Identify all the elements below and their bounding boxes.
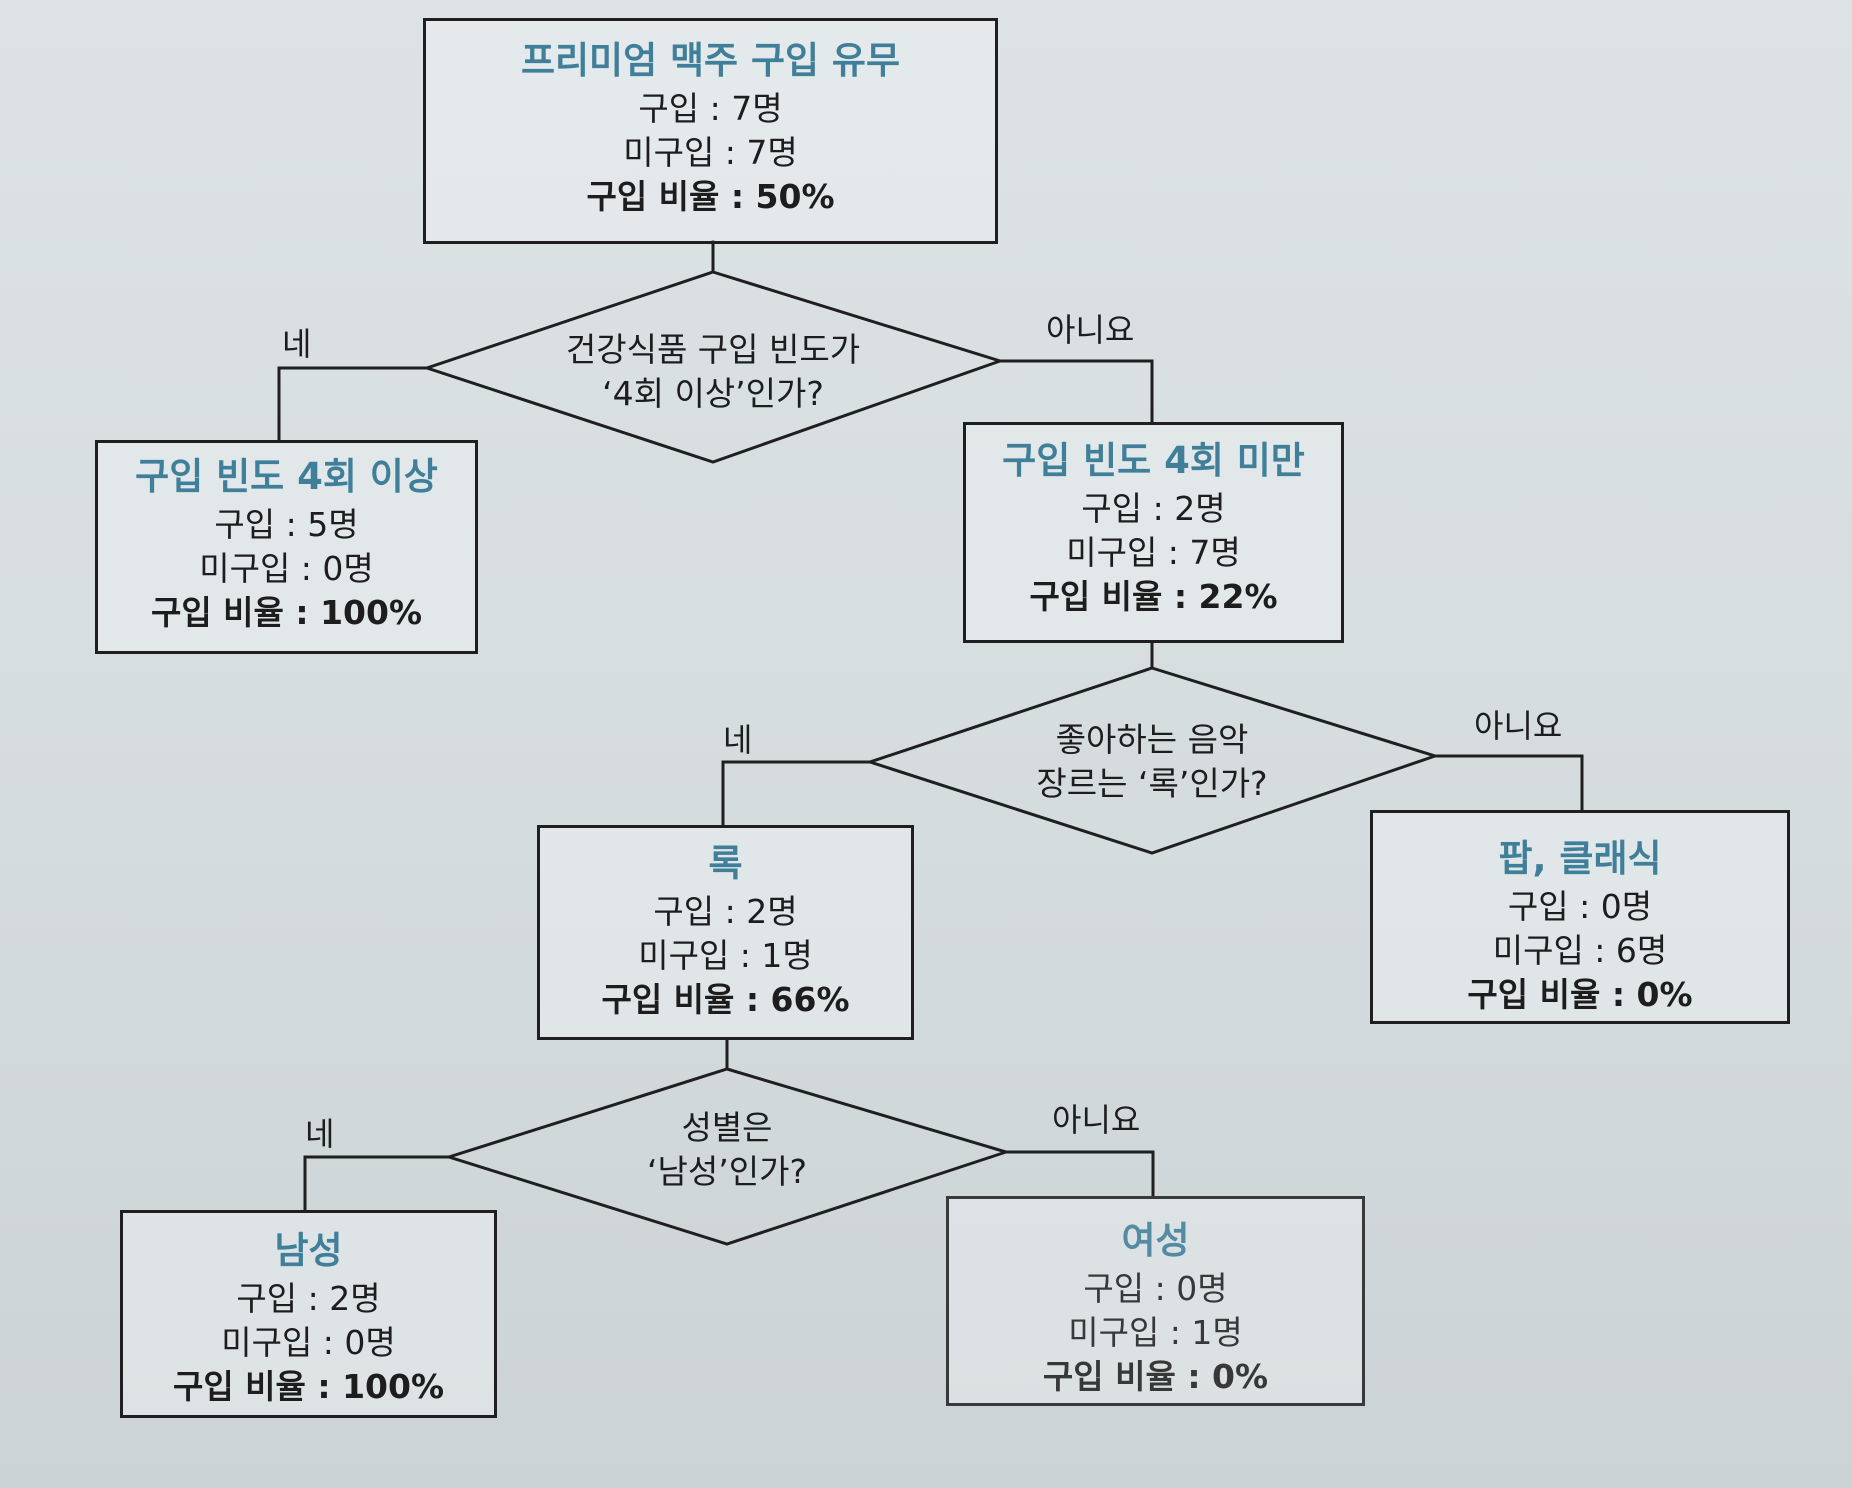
node-title: 구입 빈도 4회 이상 [135,455,438,498]
node-title: 남성 [274,1229,343,1272]
edge-q3-no [1006,1150,1155,1196]
node-title: 여성 [1121,1219,1190,1262]
node-buy-count: 구입 : 7명 [638,89,783,128]
branch-yes-label: 네 [282,325,312,363]
node-buy-rate: 구입 비율 : 100% [150,593,423,632]
node-buy-rate: 구입 비율 : 66% [601,980,850,1019]
edge-q3-yes [303,1155,449,1210]
question-line1: 성별은 [681,1108,773,1147]
node-nobuy-count: 미구입 : 1명 [638,936,813,975]
branch-no-label: 아니요 [1046,311,1135,349]
question-line2: ‘남성’인가? [647,1152,807,1191]
node-buy-rate: 구입 비율 : 0% [1042,1357,1269,1396]
edge-q1-yes [277,366,427,440]
edge-q1-no [1000,359,1154,422]
diamond-q1 [422,270,1005,464]
node-title: 팝, 클래식 [1498,837,1662,880]
node-buy-count: 구입 : 2명 [1081,489,1226,528]
node-nobuy-count: 미구입 : 6명 [1492,931,1668,970]
branch-no-label: 아니요 [1474,707,1563,745]
node-nobuy-count: 미구입 : 7명 [623,133,798,172]
node-pop-classic: 팝, 클래식 구입 : 0명 미구입 : 6명 구입 비율 : 0% [1370,810,1790,1024]
node-buy-count: 구입 : 5명 [214,505,359,544]
node-buy-rate: 구입 비율 : 50% [586,177,835,216]
branch-yes-label: 네 [305,1115,335,1153]
question-q3: 성별은 ‘남성’인가? [577,1106,877,1194]
node-freq-low: 구입 빈도 4회 미만 구입 : 2명 미구입 : 7명 구입 비율 : 22% [963,422,1344,643]
branch-yes-label: 네 [723,721,753,759]
node-freq-high: 구입 빈도 4회 이상 구입 : 5명 미구입 : 0명 구입 비율 : 100… [95,440,478,654]
node-title: 록 [708,842,743,885]
node-rock: 록 구입 : 2명 미구입 : 1명 구입 비율 : 66% [537,825,914,1040]
node-male: 남성 구입 : 2명 미구입 : 0명 구입 비율 : 100% [120,1210,497,1418]
question-line2: 장르는 ‘록’인가? [1036,764,1268,803]
branch-no-label: 아니요 [1052,1101,1141,1139]
diamond-q2 [865,666,1440,855]
node-buy-count: 구입 : 2명 [236,1279,381,1318]
node-female: 여성 구입 : 0명 미구입 : 1명 구입 비율 : 0% [946,1196,1365,1406]
question-q1: 건강식품 구입 빈도가 ‘4회 이상’인가? [513,328,913,416]
node-nobuy-count: 미구입 : 0명 [199,549,374,588]
diamond-q3 [444,1067,1012,1246]
node-title: 프리미엄 맥주 구입 유무 [520,39,901,82]
node-title: 구입 빈도 4회 미만 [1002,439,1305,482]
question-q2: 좋아하는 음악 장르는 ‘록’인가? [967,718,1337,806]
node-buy-count: 구입 : 2명 [653,892,798,931]
edge-q2-yes [721,760,870,825]
node-buy-count: 구입 : 0명 [1507,887,1653,926]
question-line1: 건강식품 구입 빈도가 [565,330,861,369]
node-nobuy-count: 미구입 : 1명 [1068,1313,1243,1352]
node-root: 프리미엄 맥주 구입 유무 구입 : 7명 미구입 : 7명 구입 비율 : 5… [423,18,998,244]
question-line2: ‘4회 이상’인가? [602,374,824,413]
question-line1: 좋아하는 음악 [1055,720,1249,759]
node-buy-rate: 구입 비율 : 0% [1467,975,1693,1014]
node-buy-rate: 구입 비율 : 22% [1029,577,1278,616]
node-buy-rate: 구입 비율 : 100% [172,1367,445,1406]
node-nobuy-count: 미구입 : 7명 [1066,533,1241,572]
edge-q2-no [1435,754,1584,810]
node-nobuy-count: 미구입 : 0명 [221,1323,396,1362]
node-buy-count: 구입 : 0명 [1083,1269,1228,1308]
